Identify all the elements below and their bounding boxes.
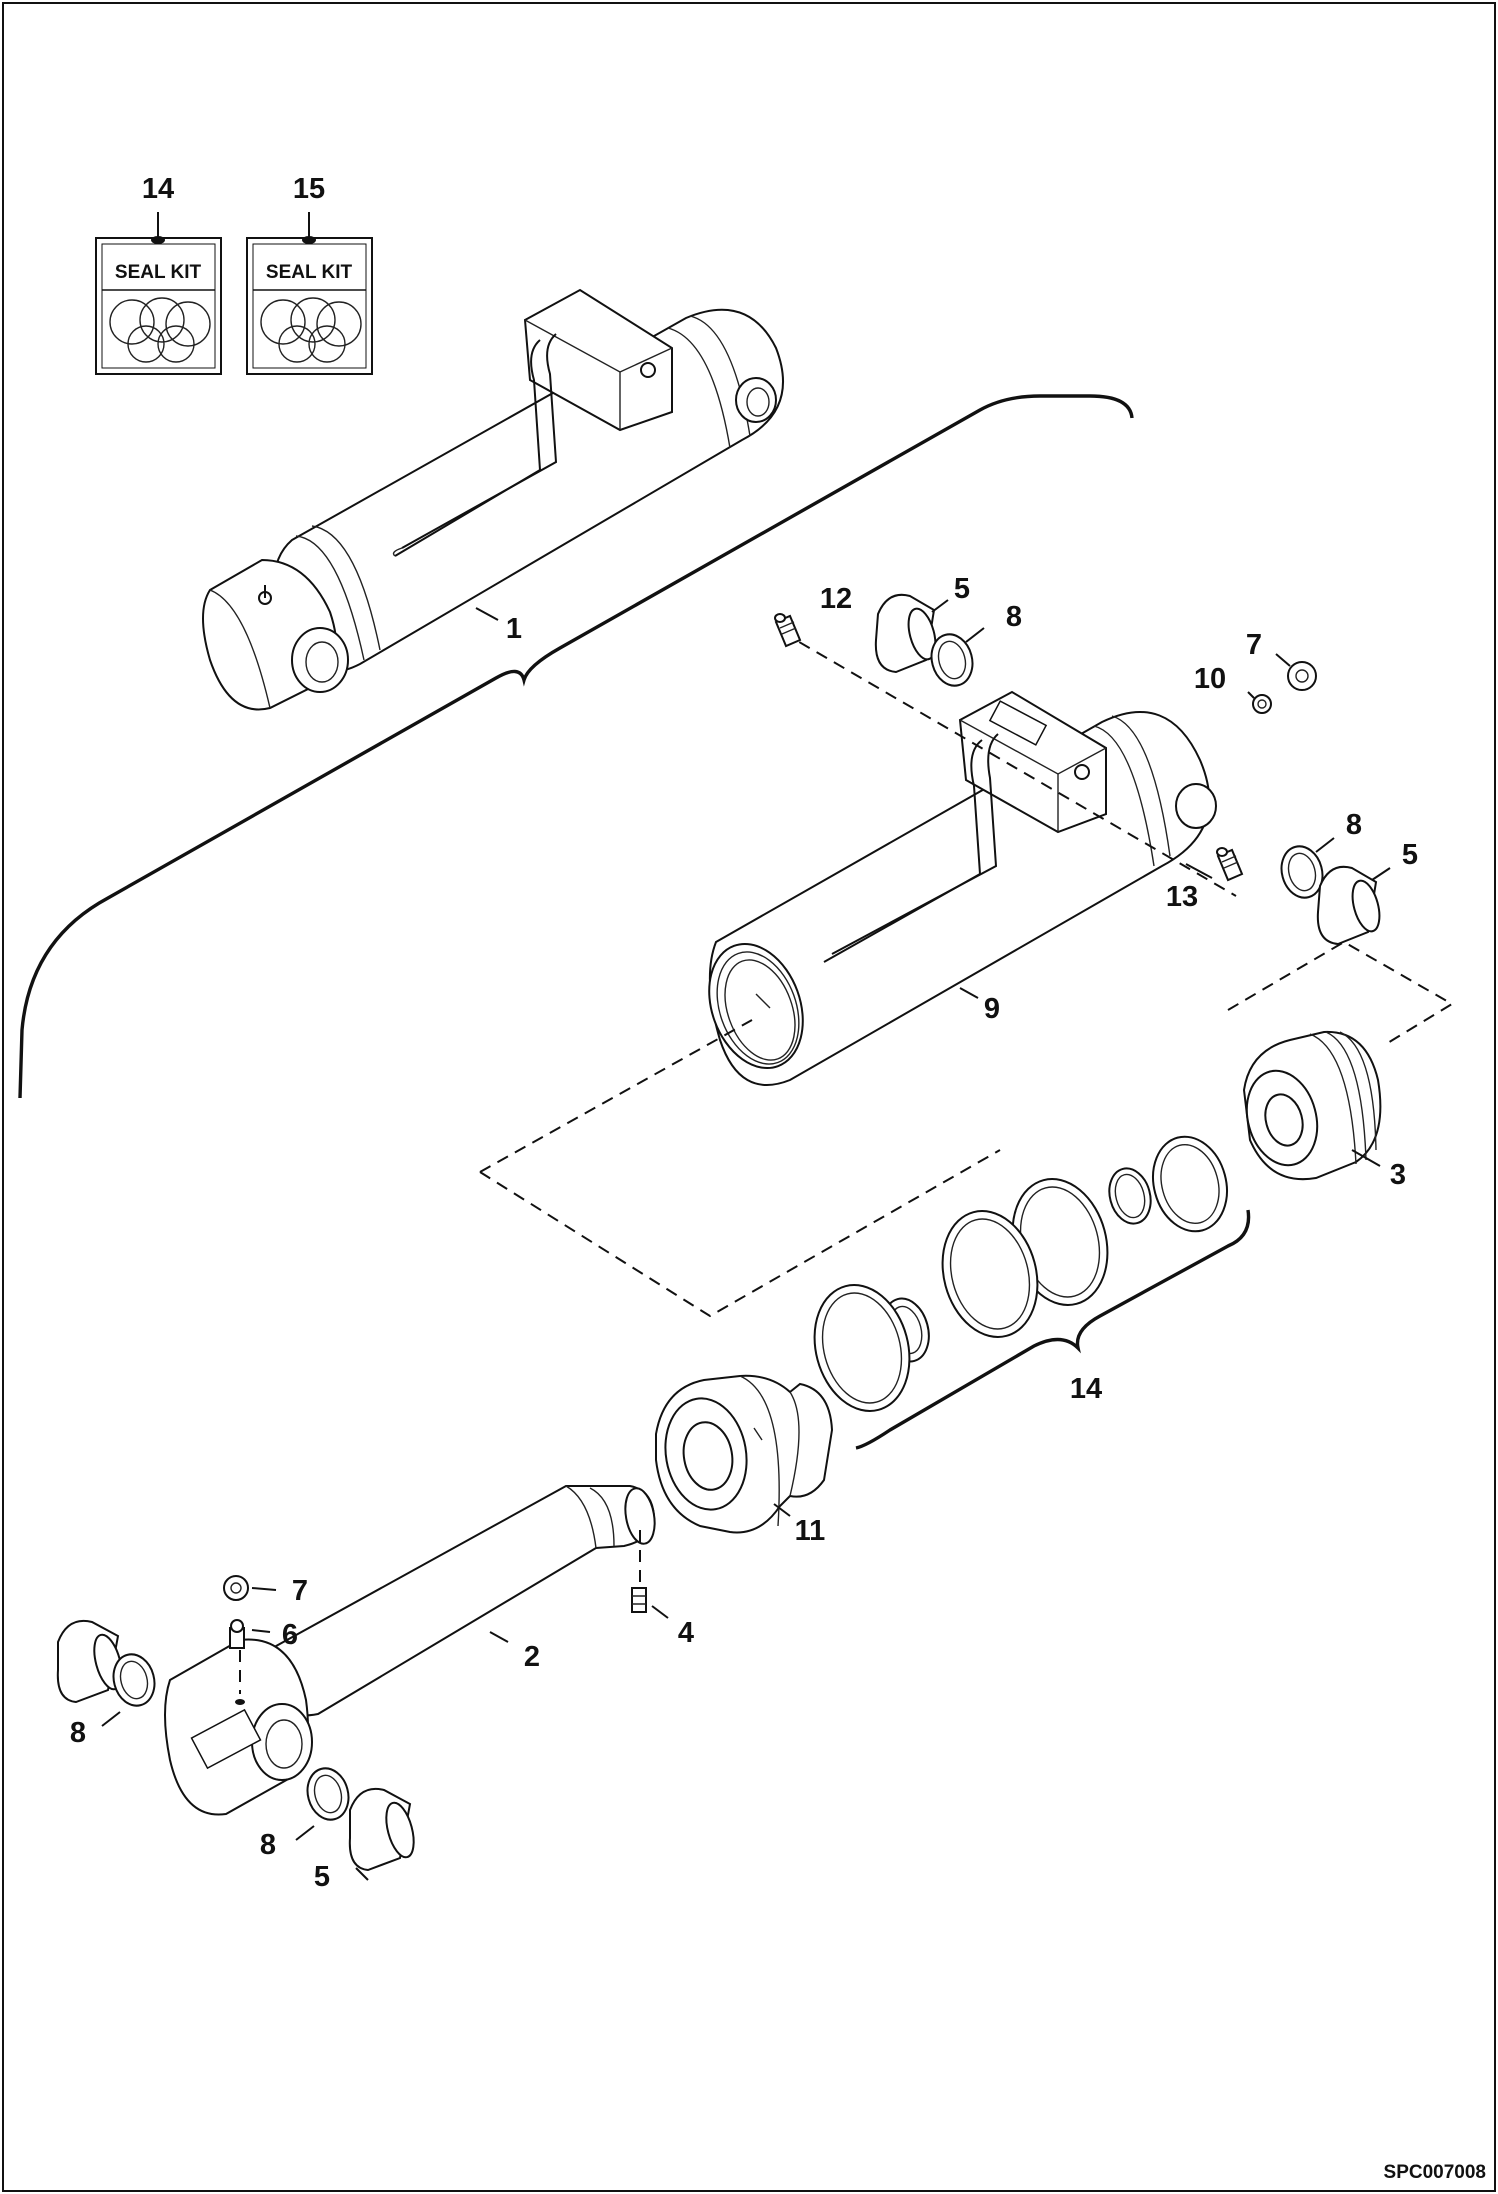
cylinder-barrel[interactable]: [693, 690, 1217, 1086]
callout-13: 13: [1166, 881, 1198, 913]
callout-8-right: 8: [1346, 809, 1362, 841]
callout-7-rod: 7: [292, 1575, 308, 1607]
bushing-5-right[interactable]: [1316, 865, 1384, 946]
seal-kit-14[interactable]: SEAL KIT: [95, 212, 222, 375]
snap-ring-8-left[interactable]: [108, 1650, 160, 1711]
nut-7-rod[interactable]: [223, 1575, 249, 1601]
drawing-code: SPC007008: [1384, 2162, 1486, 2183]
callout-8-top: 8: [1006, 601, 1022, 633]
piston-3[interactable]: [1237, 1030, 1382, 1181]
seal-kit-15[interactable]: SEAL KIT: [246, 212, 373, 375]
bushing-5-bottom[interactable]: [348, 1788, 419, 1872]
callout-12: 12: [820, 583, 852, 615]
callout-5-top: 5: [954, 573, 970, 605]
grease-fitting-13[interactable]: [1216, 847, 1244, 882]
rod-eye[interactable]: [164, 1638, 313, 1816]
callout-4: 4: [678, 1617, 694, 1649]
callout-14-seals: 14: [1070, 1373, 1102, 1405]
callout-14-kit: 14: [142, 173, 174, 205]
callout-5-right: 5: [1402, 839, 1418, 871]
callout-2: 2: [524, 1641, 540, 1673]
callout-6: 6: [282, 1619, 298, 1651]
snap-ring-8-top[interactable]: [926, 630, 978, 691]
callout-3: 3: [1390, 1159, 1406, 1191]
callout-8-left: 8: [70, 1717, 86, 1749]
set-screw-4[interactable]: [631, 1587, 647, 1613]
piston-rod-2[interactable]: [256, 1485, 659, 1717]
dashed-assembly-box: [479, 940, 1454, 1318]
seal-set-brace: [855, 1209, 1251, 1450]
bushing-5-top[interactable]: [874, 593, 940, 674]
grease-fitting-12[interactable]: [774, 613, 802, 648]
seal-kit-14-title: SEAL KIT: [115, 262, 202, 283]
dashed-assembly-line-top: [781, 631, 1237, 897]
callout-1: 1: [506, 613, 522, 645]
assembled-cylinder[interactable]: [202, 288, 784, 711]
seal-set-14[interactable]: [801, 1128, 1237, 1421]
snap-ring-8-bottom[interactable]: [302, 1764, 354, 1825]
plug-10[interactable]: [1252, 694, 1272, 714]
gland-11[interactable]: [655, 1374, 834, 1534]
nut-7-top[interactable]: [1287, 661, 1317, 691]
callout-5-bottom: 5: [314, 1861, 330, 1893]
assembly-brace: [18, 394, 1134, 1099]
callout-7-top: 7: [1246, 629, 1262, 661]
seal-kit-15-title: SEAL KIT: [266, 262, 353, 283]
callout-8-bottom: 8: [260, 1829, 276, 1861]
callout-15-kit: 15: [293, 173, 325, 205]
grease-fitting-6[interactable]: [229, 1619, 245, 1649]
snap-ring-8-right[interactable]: [1276, 842, 1328, 903]
callout-9: 9: [984, 993, 1000, 1025]
callout-10: 10: [1194, 663, 1226, 695]
callout-11: 11: [795, 1515, 826, 1547]
seal-kit-14-rings-icon: [109, 297, 211, 363]
seal-kit-15-rings-icon: [260, 297, 362, 363]
